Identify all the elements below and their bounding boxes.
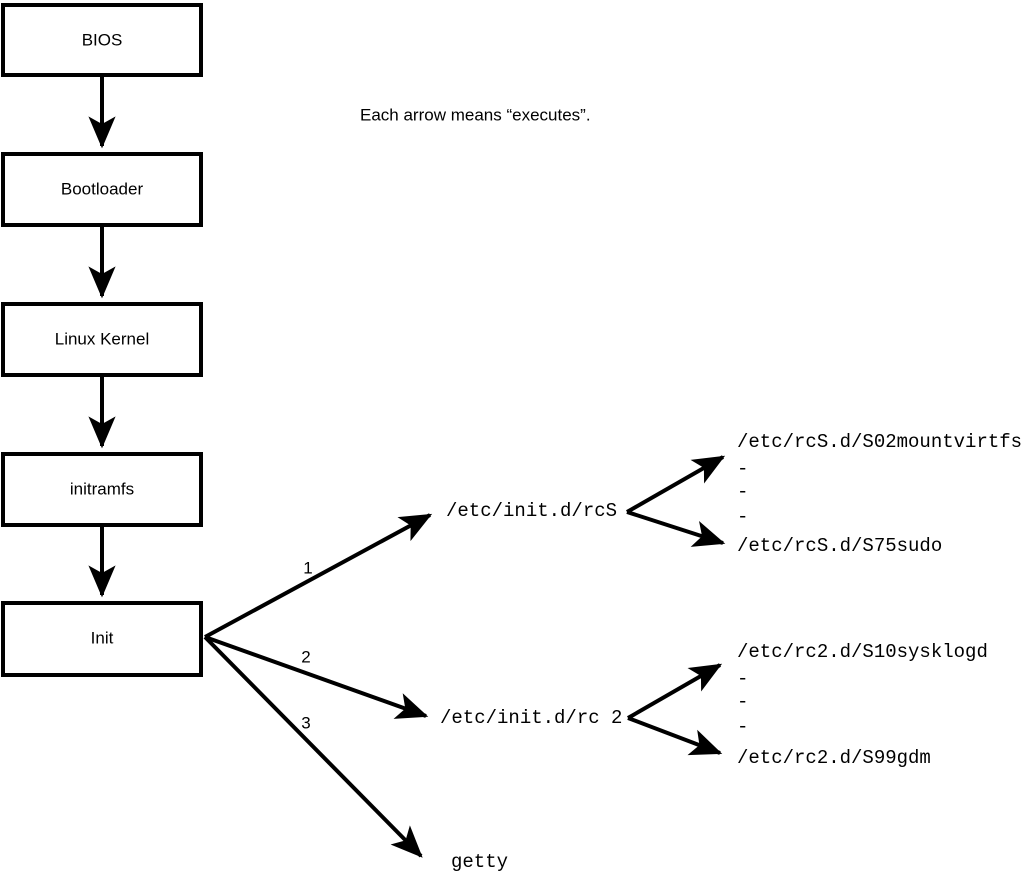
- process-box-linux-kernel[interactable]: Linux Kernel: [1, 302, 203, 377]
- arrow-init-to-rcs: [204, 513, 433, 639]
- label-rcs-first-script[interactable]: /etc/rcS.d/S02mountvirtfs: [737, 431, 1022, 453]
- legend-note: Each arrow means “executes”.: [360, 105, 591, 124]
- branch-number-group: 1 2 3: [301, 558, 312, 732]
- label-getty[interactable]: getty: [451, 851, 508, 873]
- rcs-script-label-group: /etc/rcS.d/S02mountvirtfs - - - /etc/rcS…: [737, 431, 1022, 557]
- init-branch-arrow-group: [203, 513, 433, 858]
- arrow-rcs-to-last-script: [626, 510, 726, 547]
- process-box-group: BIOS Bootloader Linux Kernel initramfs I…: [1, 3, 203, 677]
- arrow-rcs-to-first-script: [626, 455, 726, 514]
- label-etc-init-d-rc2[interactable]: /etc/init.d/rc 2: [440, 707, 622, 729]
- process-box-linux-kernel-rect: [1, 302, 203, 377]
- rc2-script-label-group: /etc/rc2.d/S10sysklogd - - - /etc/rc2.d/…: [737, 641, 988, 769]
- branch-number-2: 2: [301, 647, 310, 666]
- init-target-label-group: /etc/init.d/rcS /etc/init.d/rc 2 getty: [440, 500, 622, 873]
- process-box-bios[interactable]: BIOS: [1, 3, 203, 77]
- label-etc-init-d-rcs[interactable]: /etc/init.d/rcS: [446, 500, 617, 522]
- rcs-ellipsis-dot-3: -: [737, 506, 748, 528]
- label-rc2-last-script[interactable]: /etc/rc2.d/S99gdm: [737, 747, 931, 769]
- label-rcs-last-script[interactable]: /etc/rcS.d/S75sudo: [737, 535, 942, 557]
- rc2-ellipsis-dot-2: -: [737, 691, 748, 713]
- rc2-ellipsis-dot-1: -: [737, 668, 748, 690]
- process-box-bios-label: BIOS: [82, 30, 123, 49]
- process-box-init[interactable]: Init: [1, 601, 203, 677]
- branch-number-1: 1: [303, 558, 312, 577]
- process-box-bootloader-rect: [1, 152, 203, 227]
- branch-number-3: 3: [301, 713, 310, 732]
- process-box-bios-rect: [1, 3, 203, 77]
- process-box-initramfs-label: initramfs: [70, 479, 134, 498]
- label-rc2-first-script[interactable]: /etc/rc2.d/S10sysklogd: [737, 641, 988, 663]
- arrow-init-to-getty: [203, 635, 423, 858]
- rcs-ellipsis-dot-1: -: [737, 458, 748, 480]
- process-box-initramfs[interactable]: initramfs: [1, 452, 203, 527]
- process-box-bootloader[interactable]: Bootloader: [1, 152, 203, 227]
- rc2-ellipsis-dot-3: -: [737, 716, 748, 738]
- process-box-init-rect: [1, 601, 203, 677]
- rcs-script-arrow-group: [626, 455, 726, 547]
- arrow-init-to-rc2: [204, 635, 429, 719]
- process-box-linux-kernel-label: Linux Kernel: [55, 329, 150, 348]
- process-box-initramfs-rect: [1, 452, 203, 527]
- process-box-init-label: Init: [91, 628, 114, 647]
- arrow-rc2-to-last-script: [627, 716, 723, 756]
- rc2-script-arrow-group: [627, 663, 723, 756]
- rcs-ellipsis-dot-2: -: [737, 481, 748, 503]
- process-box-bootloader-label: Bootloader: [61, 179, 144, 198]
- arrow-rc2-to-first-script: [627, 663, 723, 720]
